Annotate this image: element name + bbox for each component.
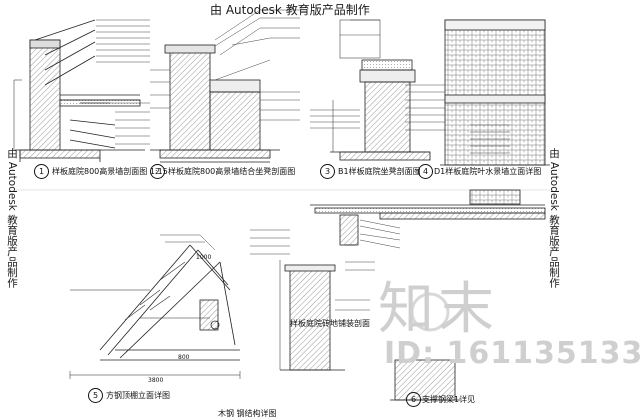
dimension-1000: 1000 [196,254,212,261]
detail-4-water-wall-elevation [440,19,550,166]
detail-1-number: 1 [34,164,49,179]
dimension-3800: 3800 [148,377,164,384]
detail-6-support-beam [250,229,460,401]
bottom-partial-title: 木钢 钢结构详图 [218,409,277,418]
brand-char-2: 末 [438,277,494,342]
watermark-top: 由 Autodesk 教育版产品制作 [210,3,370,17]
detail-3-title: B1样板庭院坐凳剖面图 [338,167,421,176]
watermark-right: 由 Autodesk 教育版产品制作 [548,148,560,288]
detail-3-number: 3 [320,164,335,179]
detail-4-title: D1样板庭院叶水景墙立面详图 [434,167,542,176]
detail-2-title: 样板庭院800高景墙结合坐凳剖面图 [168,167,296,176]
brand-id-text: ID: 161135133 [384,336,643,371]
brand-char-1: 知 [378,277,434,342]
detail-2-wall-bench-section [150,9,300,163]
brand-logo-shape [410,292,450,332]
cad-drawing-sheet: 由 Autodesk 教育版产品制作 由 Autodesk 教育版产品制作 由 … [6,3,643,418]
detail-5-number: 5 [88,388,103,403]
detail-6-title: 支撑钢梁1详见 [422,395,476,404]
drawing-linework [10,9,550,401]
detail-7-title: 样板庭院砖地铺装剖面 [290,319,370,328]
detail-3-bench-section [310,19,445,161]
dimension-800: 800 [178,354,190,361]
detail-2-number: 2 [150,164,165,179]
detail-7-paving-section [310,189,546,271]
detail-1-wall-section [13,19,150,162]
detail-5-pergola-elevation [69,234,241,379]
detail-6-number: 6 [406,392,421,407]
detail-5-title: 方钢顶棚立面详图 [106,391,170,400]
detail-4-number: 4 [418,164,433,179]
watermark-left: 由 Autodesk 教育版产品制作 [6,148,18,288]
